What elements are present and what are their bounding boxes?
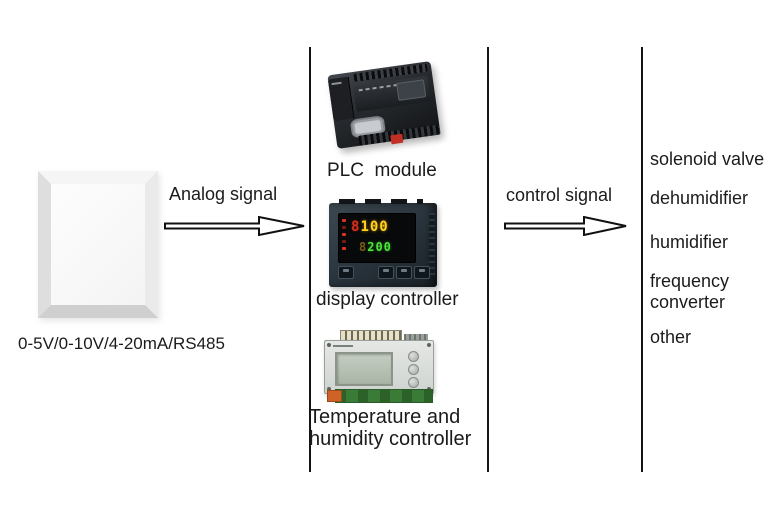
- plc-cover-flap: [396, 79, 427, 101]
- th-button: [408, 364, 419, 375]
- panel-button: [378, 266, 394, 279]
- divider-line-middle: [487, 47, 489, 472]
- led-indicator-column: [342, 219, 346, 250]
- th-vent-strip: [404, 334, 428, 341]
- plc-din-clip: [390, 133, 404, 145]
- plc-body: [327, 61, 441, 149]
- display-controller-screen: 8100 8200: [338, 213, 416, 263]
- th-circuit-board: [335, 389, 433, 403]
- temperature-humidity-controller-label: Temperature and humidity controller: [309, 406, 472, 450]
- analog-signal-arrow-icon: [164, 216, 305, 236]
- sensor-image-placeholder: [38, 171, 158, 318]
- th-orange-connector: [327, 390, 342, 402]
- display-controller-top-tabs: [339, 199, 423, 204]
- temperature-humidity-controller-image: [320, 330, 436, 404]
- th-button: [408, 351, 419, 362]
- divider-line-right: [641, 47, 643, 472]
- signal-types-caption: 0-5V/0-10V/4-20mA/RS485: [18, 334, 225, 353]
- display-controller-image: 8100 8200: [327, 197, 441, 289]
- output-item-other: other: [650, 327, 692, 347]
- display-controller-side-terminals: [429, 213, 435, 277]
- plc-front-panel: [353, 75, 431, 112]
- display-reading-top: 8100: [351, 219, 389, 235]
- th-body: [324, 340, 434, 403]
- panel-button: [396, 266, 412, 279]
- panel-button: [338, 266, 354, 279]
- display-reading-bottom: 8200: [359, 240, 392, 254]
- panel-button: [414, 266, 430, 279]
- output-item-frequency-converter: frequency converter: [650, 271, 730, 312]
- th-lcd-screen: [335, 352, 393, 386]
- divider-line-left: [309, 47, 311, 472]
- display-controller-body: 8100 8200: [329, 199, 437, 287]
- plc-side-module: [327, 76, 355, 122]
- output-item-solenoid-valve: solenoid valve: [650, 149, 765, 169]
- plc-module-label: PLC module: [327, 160, 437, 181]
- output-item-dehumidifier: dehumidifier: [650, 188, 749, 208]
- output-item-humidifier: humidifier: [650, 232, 729, 252]
- display-controller-buttons: [338, 266, 430, 279]
- control-signal-label: control signal: [506, 185, 613, 205]
- plc-module-image: [320, 56, 448, 156]
- display-controller-label: display controller: [316, 289, 459, 310]
- th-terminal-strip: [340, 330, 402, 342]
- control-signal-arrow-icon: [504, 216, 627, 236]
- analog-signal-label: Analog signal: [169, 184, 278, 204]
- th-button: [408, 377, 419, 388]
